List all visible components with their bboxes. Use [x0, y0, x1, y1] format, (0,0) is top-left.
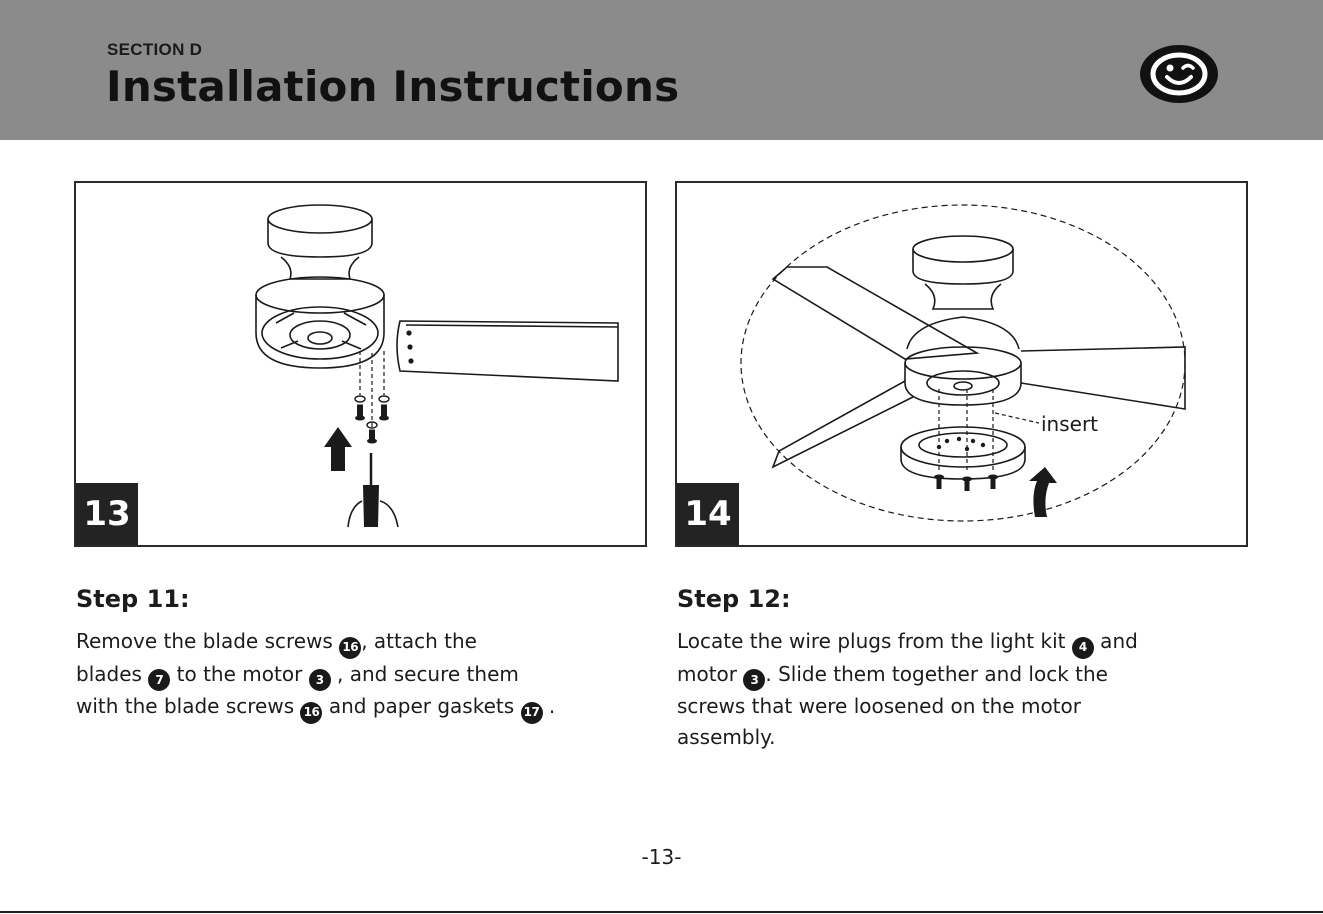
figure-14-panel: insert 14 — [675, 181, 1248, 547]
text-segment: . Slide them together and lock the — [765, 661, 1108, 686]
text-segment: . — [542, 694, 556, 718]
step-12-heading: Step 12: — [677, 585, 791, 613]
part-number-badge: 4 — [1071, 636, 1094, 659]
fan-blade-attachment-illustration — [255, 204, 619, 528]
page-number: -13- — [641, 845, 682, 869]
step-11-line-2: blades 7 to the motor 3 , and secure the… — [76, 659, 555, 691]
step-11-text: Remove the blade screws 16, attach the b… — [76, 626, 555, 724]
part-number-badge: 3 — [308, 669, 331, 691]
insert-callout: insert — [1041, 412, 1098, 436]
step-12-text: Locate the wire plugs from the light kit… — [677, 626, 1138, 753]
light-kit-attachment-illustration: insert — [740, 204, 1186, 522]
figure-number-badge: 14 — [677, 483, 739, 545]
part-number-badge: 7 — [148, 669, 171, 691]
figure-13-panel: 13 — [74, 181, 647, 547]
step-11-heading: Step 11: — [76, 585, 190, 613]
text-segment: Remove the blade screws — [76, 629, 340, 653]
step-11-line-1: Remove the blade screws 16, attach the — [76, 626, 555, 659]
part-number-badge: 16 — [300, 701, 323, 724]
part-number-badge: 16 — [339, 636, 362, 659]
text-segment: Locate the wire plugs from the light kit — [677, 629, 1072, 653]
text-segment: and paper gaskets — [322, 694, 521, 718]
part-number-badge: 17 — [520, 701, 543, 724]
text-segment: , attach the — [361, 629, 477, 653]
step-12-line-4: assembly. — [677, 725, 776, 749]
step-11-line-3: with the blade screws 16 and paper gaske… — [76, 691, 555, 724]
text-segment: motor — [677, 661, 744, 686]
bottom-divider — [0, 911, 1323, 913]
step-12-line-1: Locate the wire plugs from the light kit… — [677, 626, 1138, 659]
text-segment: blades — [76, 661, 149, 686]
text-segment: to the motor — [170, 661, 309, 686]
section-label: SECTION D — [107, 40, 203, 59]
step-12-line-3: screws that were loosened on the motor — [677, 694, 1081, 718]
text-segment: with the blade screws — [76, 694, 301, 718]
text-segment: and — [1093, 629, 1138, 653]
part-number-badge: 3 — [743, 669, 766, 691]
text-segment: , and secure them — [330, 661, 519, 686]
winking-face-icon — [1140, 45, 1218, 103]
figure-number-badge: 13 — [76, 483, 138, 545]
step-12-line-2: motor 3. Slide them together and lock th… — [677, 659, 1138, 691]
header-bar: SECTION D Installation Instructions — [0, 0, 1323, 140]
page-title: Installation Instructions — [106, 62, 680, 111]
